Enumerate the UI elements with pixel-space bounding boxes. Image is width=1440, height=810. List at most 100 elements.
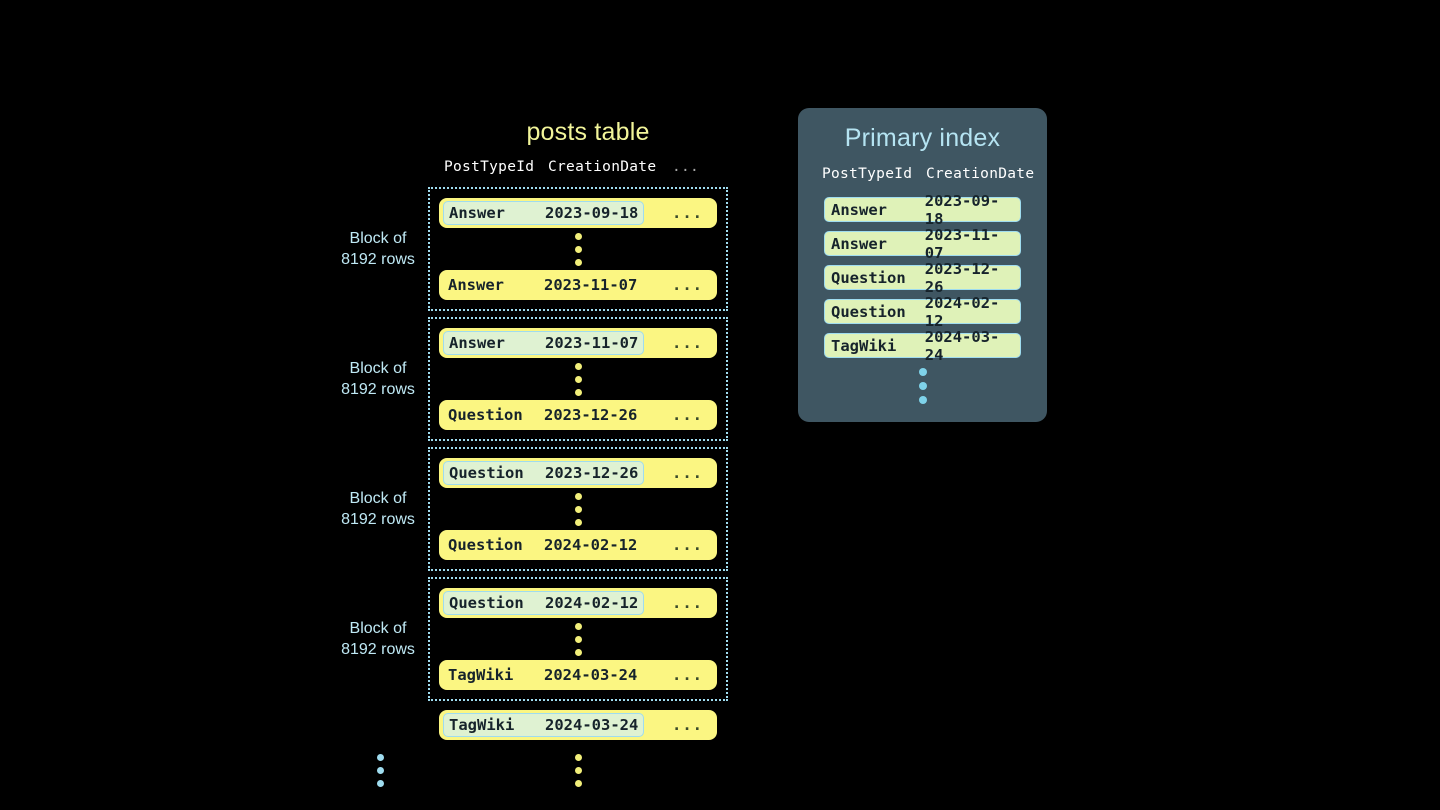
column-header-creationdate: CreationDate — [548, 159, 657, 175]
cell-posttypeid: Answer — [831, 200, 887, 219]
table-row[interactable]: TagWiki 2024-03-24 ... — [439, 660, 717, 690]
cell-more: ... — [672, 334, 703, 352]
trailing-row-inner: TagWiki 2024-03-24 ... — [428, 710, 728, 740]
cell-posttypeid: Question — [449, 464, 524, 482]
vertical-ellipsis-icon — [574, 749, 582, 791]
index-key-highlight: Question 2023-12-26 — [443, 461, 645, 485]
bottom-continuation — [332, 749, 744, 791]
cell-posttypeid: Answer — [449, 334, 505, 352]
cell-creationdate: 2023-09-18 — [545, 204, 639, 222]
index-key-highlight: Question 2024-02-12 — [443, 591, 645, 615]
cell-posttypeid: Question — [831, 302, 906, 321]
cell-creationdate: 2023-11-07 — [544, 276, 638, 294]
cell-creationdate: 2023-11-07 — [545, 334, 639, 352]
row-cells: Question 2024-02-12 — [439, 536, 637, 554]
row-cells: Question 2023-12-26 — [439, 406, 637, 424]
vertical-ellipsis-icon — [430, 618, 726, 660]
cell-more: ... — [672, 716, 703, 734]
block-label-1: Block of 8192 rows — [332, 358, 428, 400]
cell-more: ... — [672, 204, 703, 222]
cell-creationdate: 2023-09-18 — [924, 191, 1000, 228]
posts-table-column-headers: PostTypeId CreationDate ... — [432, 159, 732, 181]
index-key-highlight: Answer 2023-09-18 — [443, 201, 645, 225]
cell-creationdate: 2023-11-07 — [924, 225, 1000, 262]
primary-index-title: Primary index — [844, 124, 1001, 152]
row-cells: TagWiki 2024-03-24 — [439, 666, 637, 684]
cell-more: ... — [672, 276, 703, 294]
cell-posttypeid: TagWiki — [448, 666, 514, 684]
table-row[interactable]: Question 2023-12-26 ... — [439, 400, 717, 430]
block-label-line2: 8192 rows — [341, 511, 415, 528]
cell-more: ... — [672, 666, 703, 684]
cell-posttypeid: TagWiki — [449, 716, 515, 734]
table-row[interactable]: Question 2024-02-12 ... — [439, 588, 717, 618]
primary-index-column-headers: PostTypeId CreationDate — [798, 166, 1047, 188]
cell-posttypeid: Question — [448, 536, 523, 554]
block-label-line2: 8192 rows — [341, 251, 415, 268]
block-box-3: Question 2024-02-12 ... TagWiki 2024-03-… — [428, 577, 728, 701]
cell-posttypeid: Answer — [831, 234, 887, 253]
table-row[interactable]: Answer 2023-11-07 ... — [439, 328, 717, 358]
block-label-line1: Block of — [349, 490, 407, 507]
posts-table-title: posts table — [526, 118, 650, 146]
table-row[interactable]: Answer 2023-11-07 ... — [439, 270, 717, 300]
block-label-line1: Block of — [349, 230, 407, 247]
block-3: Block of 8192 rows Question 2024-02-12 .… — [332, 577, 744, 701]
row-cells: Answer 2023-11-07 — [439, 276, 637, 294]
cell-posttypeid: Question — [448, 406, 523, 424]
table-row[interactable]: Question 2024-02-12 ... — [439, 530, 717, 560]
column-header-posttypeid: PostTypeId — [822, 166, 913, 182]
index-entry[interactable]: Question 2024-02-12 — [824, 294, 1021, 330]
cell-posttypeid: Question — [449, 594, 524, 612]
block-label-line1: Block of — [349, 360, 407, 377]
cell-more: ... — [672, 594, 703, 612]
rows-continuation — [428, 749, 728, 791]
vertical-ellipsis-icon — [430, 488, 726, 530]
table-row[interactable]: Question 2023-12-26 ... — [439, 458, 717, 488]
vertical-ellipsis-icon — [430, 358, 726, 400]
index-entry[interactable]: Answer 2023-09-18 — [824, 192, 1021, 228]
block-1: Block of 8192 rows Answer 2023-11-07 ...… — [332, 317, 744, 441]
cell-creationdate: 2023-12-26 — [924, 259, 1000, 296]
blocks-continuation — [332, 749, 428, 791]
table-row[interactable]: Answer 2023-09-18 ... — [439, 198, 717, 228]
vertical-ellipsis-icon — [376, 749, 384, 791]
block-label-line2: 8192 rows — [341, 641, 415, 658]
index-entry[interactable]: TagWiki 2024-03-24 — [824, 328, 1021, 364]
cell-posttypeid: TagWiki — [831, 336, 897, 355]
column-header-posttypeid: PostTypeId — [444, 159, 535, 175]
cell-creationdate: 2024-03-24 — [544, 666, 638, 684]
cell-more: ... — [672, 464, 703, 482]
cell-posttypeid: Question — [831, 268, 906, 287]
vertical-ellipsis-icon — [430, 228, 726, 270]
cell-creationdate: 2023-12-26 — [544, 406, 638, 424]
posts-table-group: posts table PostTypeId CreationDate ... … — [332, 118, 744, 791]
index-key-highlight: Answer 2023-11-07 — [443, 331, 645, 355]
primary-index-panel: Primary index PostTypeId CreationDate An… — [798, 108, 1047, 422]
block-label-2: Block of 8192 rows — [332, 488, 428, 530]
cell-creationdate: 2024-02-12 — [924, 293, 1000, 330]
block-label-0: Block of 8192 rows — [332, 228, 428, 270]
column-header-more: ... — [672, 159, 700, 175]
cell-creationdate: 2024-03-24 — [924, 327, 1000, 364]
cell-creationdate: 2024-02-12 — [545, 594, 639, 612]
block-label-line1: Block of — [349, 620, 407, 637]
index-key-highlight: TagWiki 2024-03-24 — [443, 713, 645, 737]
cell-creationdate: 2024-03-24 — [545, 716, 639, 734]
block-2: Block of 8192 rows Question 2023-12-26 .… — [332, 447, 744, 571]
trailing-row-wrapper: TagWiki 2024-03-24 ... — [332, 710, 744, 740]
block-box-1: Answer 2023-11-07 ... Question 2023-12-2… — [428, 317, 728, 441]
cell-more: ... — [672, 406, 703, 424]
index-entry[interactable]: Answer 2023-11-07 — [824, 226, 1021, 262]
index-entry[interactable]: Question 2023-12-26 — [824, 260, 1021, 296]
cell-creationdate: 2023-12-26 — [545, 464, 639, 482]
block-0: Block of 8192 rows Answer 2023-09-18 ...… — [332, 187, 744, 311]
block-box-0: Answer 2023-09-18 ... Answer 2023-11-07 … — [428, 187, 728, 311]
cell-more: ... — [672, 536, 703, 554]
table-row[interactable]: TagWiki 2024-03-24 ... — [439, 710, 717, 740]
column-header-creationdate: CreationDate — [926, 166, 1035, 182]
block-label-3: Block of 8192 rows — [332, 618, 428, 660]
vertical-ellipsis-icon — [798, 368, 1047, 404]
cell-posttypeid: Answer — [449, 204, 505, 222]
